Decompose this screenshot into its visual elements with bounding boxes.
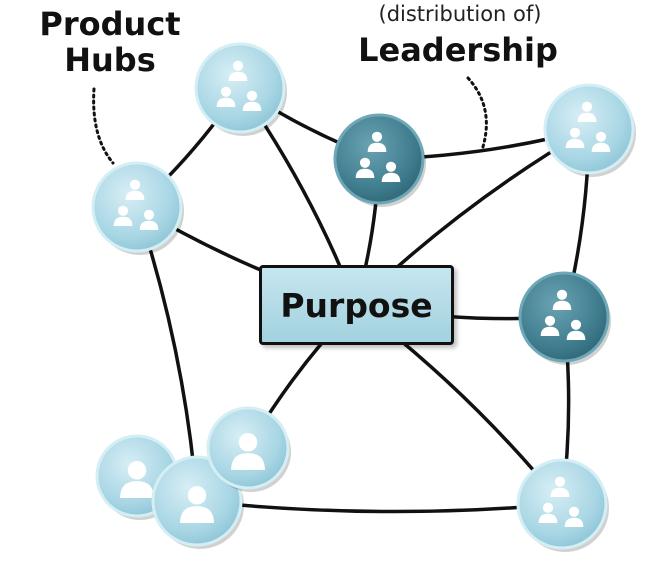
node-circle — [194, 42, 286, 134]
purpose-label: Purpose — [280, 285, 433, 325]
node-hub-right — [543, 83, 636, 177]
node-person-b — [151, 455, 244, 549]
node-hub-left — [91, 161, 184, 255]
node-circle — [518, 271, 610, 363]
node-person-c — [206, 406, 291, 492]
purpose-box: Purpose — [259, 265, 454, 345]
node-leader-top — [333, 113, 426, 207]
node-group — [91, 42, 636, 552]
product-hubs-callout — [92, 87, 115, 165]
leadership-label: Leadership — [358, 31, 558, 69]
node-hub-bottom-right — [516, 458, 609, 552]
node-circle — [543, 83, 635, 175]
node-circle — [91, 161, 183, 253]
node-circle — [516, 458, 608, 550]
leadership-callout — [466, 76, 488, 152]
distribution-of-label: (distribution of) — [378, 2, 542, 26]
node-circle — [333, 113, 425, 205]
node-hub-top — [194, 42, 287, 136]
node-leader-right — [518, 271, 611, 365]
edge-person-b-to-hub-bottom-right — [195, 499, 564, 514]
